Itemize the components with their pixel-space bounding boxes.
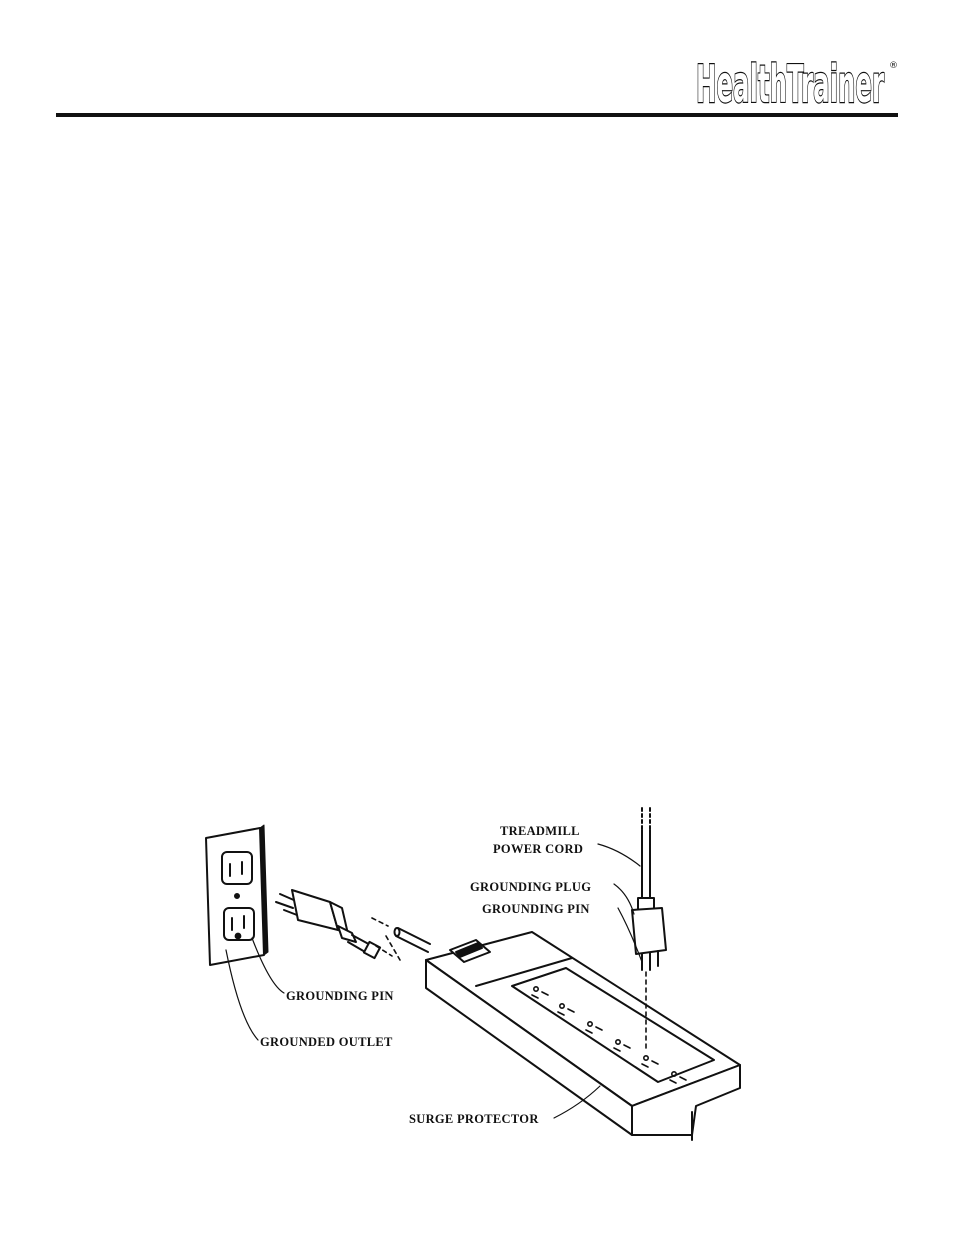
- label-grounded-outlet: GROUNDED OUTLET: [260, 1035, 393, 1049]
- wall-plug-icon: [276, 890, 380, 958]
- brand-wordmark: HealthTrainer: [696, 55, 884, 110]
- label-grounding-plug: GROUNDING PLUG: [470, 880, 591, 894]
- label-grounding-pin-left: GROUNDING PIN: [286, 989, 394, 1003]
- surge-cord-icon: [395, 928, 431, 952]
- label-grounding-pin-right: GROUNDING PIN: [482, 902, 590, 916]
- label-treadmill: TREADMILL: [500, 824, 580, 838]
- wall-outlet-icon: [206, 825, 268, 965]
- surge-protector-diagram: TREADMILL POWER CORD GROUNDING PLUG GROU…: [180, 790, 780, 1160]
- label-surge-protector: SURGE PROTECTOR: [409, 1112, 539, 1126]
- diagram-illustration: TREADMILL POWER CORD GROUNDING PLUG GROU…: [180, 790, 780, 1160]
- registered-mark: ®: [889, 61, 898, 71]
- header-rule: [56, 113, 898, 117]
- surge-protector-strip: [426, 932, 740, 1140]
- healthtrainer-logo: HealthTrainer ®: [694, 52, 900, 110]
- label-power-cord: POWER CORD: [493, 842, 583, 856]
